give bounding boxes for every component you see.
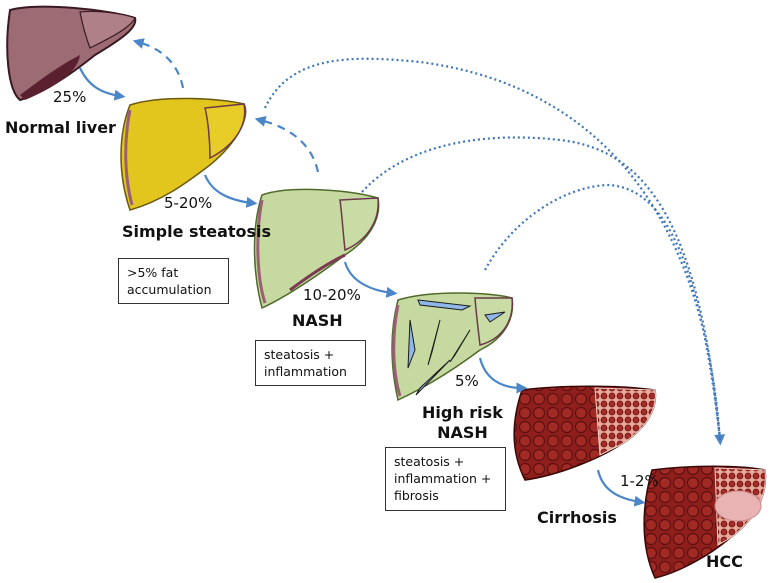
- description-box-high-risk-nash: steatosis + inflammation + fibrosis: [385, 447, 506, 511]
- arrow-cirrhosis-to-hcc: [596, 469, 646, 507]
- arrow-high-risk-to-cirrhosis: [478, 357, 528, 394]
- stage-label-high-risk-nash: High risk NASH: [422, 403, 503, 443]
- description-line: inflammation +: [394, 471, 492, 486]
- steatosis-liver-icon: [120, 97, 247, 211]
- stage-label-hcc: HCC: [706, 552, 743, 571]
- arrow-nash-to-high-risk: [343, 261, 398, 298]
- stage-label-nash: NASH: [292, 311, 343, 330]
- description-line: accumulation: [127, 282, 212, 297]
- rate-cirrhosis-to-hcc: 1-2%: [620, 472, 659, 490]
- description-line: steatosis +: [394, 454, 465, 469]
- description-line: >5% fat: [127, 265, 179, 280]
- arrow-steatosis-to-hcc: [264, 57, 726, 446]
- description-line: inflammation: [264, 364, 347, 379]
- fibrosis-streaks: [407, 299, 506, 396]
- cirrhosis-liver-icon: [513, 385, 657, 481]
- high-risk-nash-liver-icon: [391, 292, 514, 402]
- description-box-simple-steatosis: >5% fat accumulation: [118, 258, 229, 304]
- nash-liver-icon: [253, 188, 380, 310]
- arrow-nash-to-steatosis: [254, 116, 320, 173]
- stage-label-simple-steatosis: Simple steatosis: [122, 222, 272, 241]
- description-box-nash: steatosis + inflammation: [255, 340, 366, 386]
- stage-label-cirrhosis: Cirrhosis: [537, 508, 617, 527]
- arrow-nash-to-hcc: [361, 136, 722, 441]
- arrow-high-risk-to-hcc: [484, 183, 722, 441]
- description-line: steatosis +: [264, 347, 335, 362]
- arrow-steatosis-to-normal: [132, 38, 185, 89]
- description-line: fibrosis: [394, 488, 439, 503]
- rate-steatosis-to-nash: 5-20%: [164, 194, 213, 212]
- stage-label-line: High risk: [422, 403, 503, 422]
- stage-label-normal-liver: Normal liver: [5, 118, 116, 137]
- normal-liver-icon: [6, 5, 137, 102]
- rate-high-risk-to-cirrhosis: 5%: [455, 372, 479, 390]
- rate-normal-to-steatosis: 25%: [53, 88, 87, 106]
- tumor-icon: [714, 490, 762, 522]
- arrow-steatosis-to-nash: [203, 174, 258, 208]
- stage-label-line: NASH: [437, 423, 488, 442]
- arrow-normal-to-steatosis: [79, 67, 126, 101]
- hcc-liver-icon: [643, 465, 767, 579]
- rate-nash-to-high-risk: 10-20%: [303, 286, 361, 304]
